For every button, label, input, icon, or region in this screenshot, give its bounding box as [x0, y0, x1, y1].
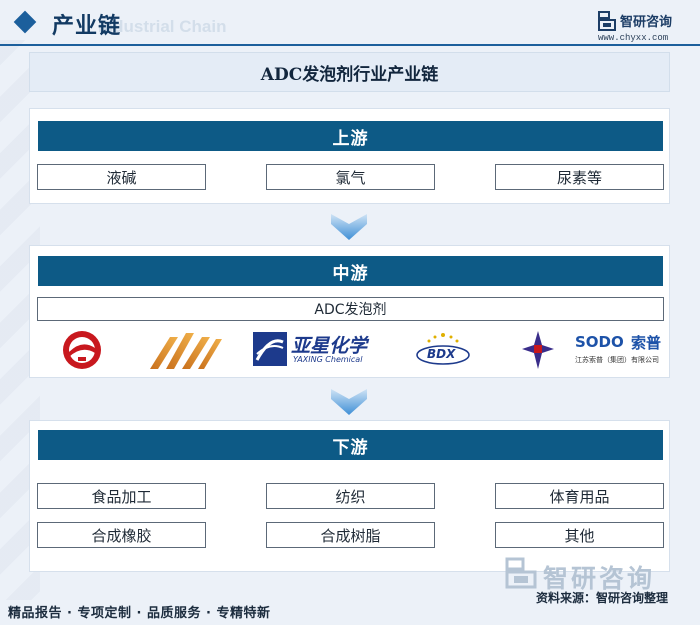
watermark-mark-icon [505, 557, 537, 589]
brand-mark-icon [598, 11, 616, 31]
red-circle-logo-icon [63, 331, 101, 369]
upstream-panel: 上游 液碱 氯气 尿素等 [29, 108, 670, 204]
yaxing-sub: YAXING Chemical [293, 355, 363, 364]
upstream-item: 尿素等 [495, 164, 664, 190]
bdx-logo: BDX [413, 329, 473, 371]
diamond-icon [13, 10, 37, 34]
company-logos: 亚星化学 YAXING Chemical BDX SODO 索普 江苏索普（集团… [50, 329, 661, 371]
midstream-panel: 中游 ADC发泡剂 亚星化学 YAX [29, 245, 670, 378]
yaxing-text: 亚星化学 [291, 335, 368, 357]
midstream-product: ADC发泡剂 [37, 297, 664, 321]
sodo-text: SODO [575, 333, 624, 351]
watermark-logo: 智研咨询 [505, 557, 685, 593]
brand-url: www.chyxx.com [598, 33, 669, 43]
yaxing-mark-icon [253, 332, 287, 366]
yaxing-chemical-logo: 亚星化学 YAXING Chemical [253, 329, 383, 371]
down-arrow-icon [331, 389, 367, 415]
header-subtitle: Industrial Chain [98, 17, 227, 36]
sodo-sub: 江苏索普（集团）有限公司 [575, 356, 659, 364]
footer-slogan: 精品报告 · 专项定制 · 品质服务 · 专精特新 [8, 606, 271, 621]
downstream-item: 合成树脂 [266, 522, 435, 548]
watermark-text: 智研咨询 [543, 564, 656, 593]
bdx-text: BDX [427, 347, 456, 361]
upstream-item: 液碱 [37, 164, 206, 190]
bdx-star-icon [416, 333, 470, 365]
downstream-item: 食品加工 [37, 483, 206, 509]
sodo-cn-text: 索普 [631, 334, 662, 352]
header-rule [0, 44, 700, 46]
downstream-panel: 下游 食品加工 纺织 体育用品 合成橡胶 合成树脂 其他 [29, 420, 670, 572]
brand-logo: 智研咨询 www.chyxx.com [598, 11, 688, 45]
sodo-logo: SODO 索普 江苏索普（集团）有限公司 [575, 329, 680, 371]
diagram-title-banner: ADC发泡剂行业产业链 [29, 52, 670, 92]
down-arrow-icon [331, 214, 367, 240]
orange-stripes-logo-icon [150, 333, 222, 369]
page-title: 产业链 [52, 14, 122, 39]
footer: 精品报告 · 专项定制 · 品质服务 · 专精特新 [0, 598, 700, 625]
purple-star-logo-icon [522, 331, 554, 369]
downstream-item: 其他 [495, 522, 664, 548]
downstream-title: 下游 [38, 430, 663, 460]
downstream-item: 纺织 [266, 483, 435, 509]
downstream-item: 体育用品 [495, 483, 664, 509]
upstream-title: 上游 [38, 121, 663, 151]
midstream-title: 中游 [38, 256, 663, 286]
source-note: 资料来源：智研咨询整理 [536, 591, 669, 605]
header: Industrial Chain 产业链 智研咨询 www.chyxx.com [0, 0, 700, 46]
brand-name: 智研咨询 [620, 15, 673, 30]
downstream-item: 合成橡胶 [37, 522, 206, 548]
upstream-item: 氯气 [266, 164, 435, 190]
